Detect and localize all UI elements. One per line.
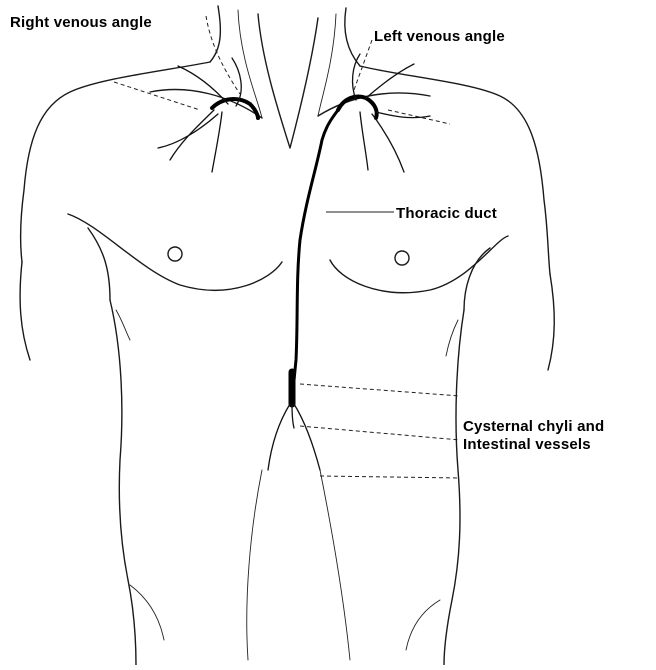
pointer-cysternal-1 <box>300 384 460 396</box>
label-cysternal-line1: Cysternal chyli and <box>463 418 604 436</box>
left-pectoral <box>330 236 508 293</box>
intestinal-vessel-right <box>294 404 320 470</box>
right-vessel-branch-1 <box>170 110 214 160</box>
left-vessel-branch-2 <box>360 112 368 170</box>
right-clavicle <box>150 90 262 118</box>
hip-left <box>406 600 440 650</box>
right-armpit <box>88 228 110 300</box>
throat-outline <box>258 14 318 148</box>
rib-hint-right <box>116 310 130 340</box>
pointer-cysternal-3 <box>320 476 460 478</box>
label-right-venous-angle: Right venous angle <box>10 14 152 32</box>
left-lymphatic-trunk <box>338 97 377 119</box>
rib-hint-left <box>446 320 458 356</box>
label-cysternal-line2: Intestinal vessels <box>463 436 604 454</box>
left-vessel-branch-5 <box>376 112 430 118</box>
left-vessel-branch-1 <box>372 114 404 172</box>
pointer-left-venous-angle <box>354 40 372 90</box>
right-flank <box>110 300 136 665</box>
left-arm-outline <box>548 274 554 370</box>
right-vessel-branch-2 <box>212 112 222 172</box>
left-flank <box>444 310 464 665</box>
intestinal-vessel-left <box>268 404 290 470</box>
neck-left-outline <box>210 6 220 62</box>
left-shoulder-top <box>21 62 210 262</box>
intestinal-vessel-center <box>292 404 294 428</box>
right-vessel-branch-5 <box>158 114 218 148</box>
right-lymphatic-trunk <box>212 99 258 118</box>
right-arm-outline <box>20 262 30 360</box>
left-vessel-branch-3 <box>353 54 360 100</box>
label-left-venous-angle: Left venous angle <box>374 28 505 46</box>
groin-right <box>247 470 262 660</box>
right-shoulder-top <box>360 66 550 274</box>
thoracic-duct <box>292 110 338 398</box>
label-cysternal-chyli: Cysternal chyli and Intestinal vessels <box>463 418 604 454</box>
left-armpit <box>464 248 490 310</box>
pointer-cysternal-2 <box>300 426 460 440</box>
pointer-right-trunk <box>114 82 200 110</box>
pointer-right-venous-angle <box>206 16 240 94</box>
right-pectoral <box>68 214 282 290</box>
left-nipple <box>395 251 409 265</box>
neck-muscle-right <box>318 14 336 116</box>
right-vessel-branch-4 <box>178 66 228 104</box>
groin-left <box>320 470 350 660</box>
right-nipple <box>168 247 182 261</box>
label-thoracic-duct: Thoracic duct <box>396 205 497 223</box>
